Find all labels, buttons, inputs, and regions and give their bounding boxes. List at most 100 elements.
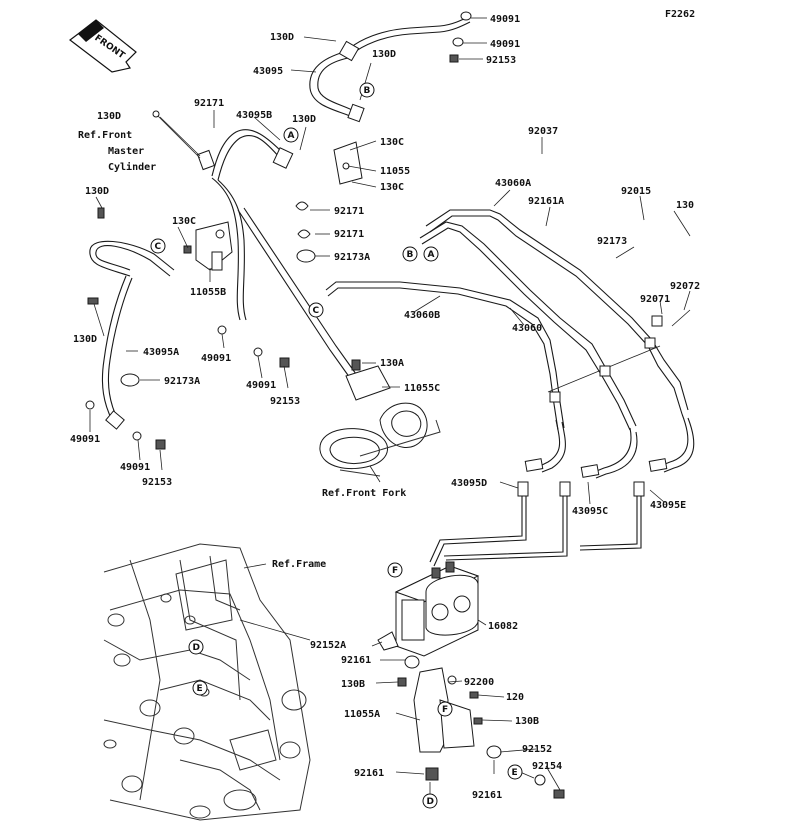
label-92161: 92161 [341, 655, 371, 666]
label-92161a: 92161A [528, 196, 564, 207]
washer-49091-top [449, 11, 472, 63]
marker-f-bracket: F [437, 701, 453, 717]
marker-f: F [387, 562, 403, 578]
label-130d: 130D [97, 111, 121, 122]
bracket-11055b [195, 221, 233, 271]
label-16082: 16082 [488, 621, 518, 632]
label-130d: 130D [372, 49, 396, 60]
label-130b: 130B [515, 716, 539, 727]
hose-main-down [211, 177, 357, 379]
marker-c-left: C [150, 238, 166, 254]
label-43095e: 43095E [650, 500, 686, 511]
pipe-43060a [425, 209, 689, 415]
label-92173a: 92173A [334, 252, 370, 263]
label-11055c: 11055C [404, 383, 440, 394]
pipe-clamps [549, 309, 691, 403]
label-92171: 92171 [334, 229, 364, 240]
label-43095d: 43095D [451, 478, 487, 489]
label-43060b: 43060B [404, 310, 440, 321]
label-92153: 92153 [270, 396, 300, 407]
pipe-43060 [419, 221, 637, 431]
label-92173: 92173 [597, 236, 627, 247]
abs-unit-16082 [394, 561, 480, 657]
label-92200: 92200 [464, 677, 494, 688]
svg-text:A: A [428, 250, 435, 260]
label-130d: 130D [292, 114, 316, 125]
ref-master-3: Cylinder [108, 161, 156, 173]
marker-c-pipe: C [308, 302, 324, 318]
marker-e-frame: E [192, 680, 208, 696]
label-43095c: 43095C [572, 506, 608, 517]
label-92037: 92037 [528, 126, 558, 137]
ref-master-1: Ref.Front [78, 130, 132, 141]
front-fork-caliper [319, 359, 441, 477]
marker-a-top: A [283, 127, 299, 143]
svg-text:B: B [407, 250, 414, 260]
svg-text:D: D [193, 643, 200, 653]
label-11055a: 11055A [344, 709, 380, 720]
svg-text:C: C [155, 242, 162, 252]
svg-text:F: F [442, 705, 448, 715]
label-92071: 92071 [640, 294, 670, 305]
ref-front-fork: Ref.Front Fork [322, 488, 406, 499]
frame-outline [103, 543, 311, 821]
label-92161: 92161 [354, 768, 384, 779]
label-49091: 49091 [120, 462, 150, 473]
label-92153: 92153 [486, 55, 516, 66]
svg-text:C: C [313, 306, 320, 316]
marker-a-pipe: A [423, 246, 439, 262]
label-92072: 92072 [670, 281, 700, 292]
diagram-code: F2262 [665, 9, 695, 20]
label-49091: 49091 [201, 353, 231, 364]
label-49091: 49091 [246, 380, 276, 391]
label-43060: 43060 [512, 323, 542, 334]
label-130d: 130D [270, 32, 294, 43]
label-130c: 130C [380, 182, 404, 193]
label-43060a: 43060A [495, 178, 531, 189]
label-43095a: 43095A [143, 347, 179, 358]
hose-43095 [309, 15, 471, 123]
master-cylinder-fitting [152, 110, 216, 171]
ref-frame: Ref.Frame [272, 559, 326, 570]
bolts-left [85, 207, 290, 450]
ref-master-2: Master [108, 146, 144, 157]
label-43095b: 43095B [236, 110, 272, 121]
label-49091: 49091 [490, 39, 520, 50]
label-130a: 130A [380, 358, 404, 369]
svg-text:B: B [364, 86, 371, 96]
label-130c: 130C [172, 216, 196, 227]
label-43095: 43095 [253, 66, 283, 77]
label-92015: 92015 [621, 186, 651, 197]
label-130c: 130C [380, 137, 404, 148]
label-92154: 92154 [532, 761, 562, 772]
label-92161: 92161 [472, 790, 502, 801]
label-92171: 92171 [194, 98, 224, 109]
clamp-92171 [120, 201, 316, 387]
svg-text:F: F [392, 566, 398, 576]
leader-lines [89, 17, 691, 796]
label-11055b: 11055B [190, 287, 226, 298]
svg-text:D: D [427, 797, 434, 807]
hose-43095b [211, 129, 294, 181]
label-49091: 49091 [490, 14, 520, 25]
svg-text:A: A [288, 131, 295, 141]
label-130: 130 [676, 200, 694, 211]
marker-b-top: B [359, 82, 375, 98]
label-92152a: 92152A [310, 640, 346, 651]
label-130d: 130D [73, 334, 97, 345]
label-92171: 92171 [334, 206, 364, 217]
part-labels: 49091 49091 92153 130D 43095 130D 130D 9… [70, 14, 700, 801]
label-11055: 11055 [380, 166, 410, 177]
marker-b-pipe: B [402, 246, 418, 262]
front-arrow-icon: FRONT [69, 19, 137, 73]
label-120: 120 [506, 692, 524, 703]
label-130d: 130D [85, 186, 109, 197]
label-92152: 92152 [522, 744, 552, 755]
label-130b: 130B [341, 679, 365, 690]
label-92173a: 92173A [164, 376, 200, 387]
hoses-43095-lower [517, 413, 695, 497]
marker-d-frame: D [188, 639, 204, 655]
svg-text:E: E [512, 768, 518, 778]
marker-d-bracket: D [422, 793, 438, 809]
